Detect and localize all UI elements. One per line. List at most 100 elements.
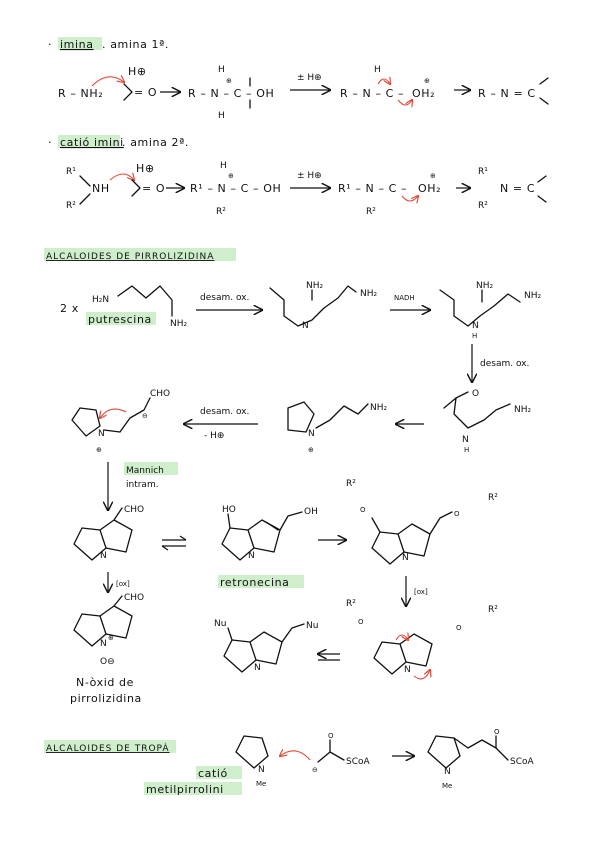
retronecine-ring-a <box>221 527 255 561</box>
scheme1-plus: ⊕ <box>226 77 232 85</box>
nu-ring-b <box>249 631 283 665</box>
scheme1-curly-arrow-3 <box>397 100 412 105</box>
scheme1-curly-arrow <box>91 77 124 87</box>
diester-o1: O <box>360 506 366 514</box>
step-nadh: NADH <box>394 294 415 302</box>
pyrrolizidine-cho-bond <box>113 507 123 521</box>
scheme2-r2-mid: R² <box>366 207 376 217</box>
scheme1-r-nh2: R – NH₂ <box>58 87 103 100</box>
n-oxid-label-2: pirrolizidina <box>70 692 142 705</box>
tropa-product-ring <box>427 735 461 769</box>
pyrrole-curly-2 <box>413 670 430 680</box>
retronecine-double <box>265 521 279 531</box>
tropa-section: ALCALOIDES DE TROPÀ N Me ⊖ O SCoA catió … <box>44 728 535 796</box>
enolate-ring <box>71 407 101 437</box>
step-desam-2: desam. ox. <box>480 359 529 369</box>
n-oxide-cho: CHO <box>124 593 144 603</box>
scheme1-h-top: H <box>218 65 225 75</box>
pyrrolinium-chain <box>315 403 369 429</box>
scheme1-intermediate: R – N – C – OH <box>188 87 274 100</box>
scheme1-product: R – N = C <box>478 87 536 100</box>
retronecine-ho: HO <box>222 505 236 515</box>
tropa-curly-arrow <box>280 751 311 761</box>
amine-chain <box>439 289 521 327</box>
nu-bond-2 <box>281 623 305 643</box>
amine-nh2-a: NH₂ <box>476 281 494 291</box>
scheme2-curly-arrow-2 <box>401 196 418 201</box>
tropa-cation-n: N <box>258 765 265 775</box>
scheme2-curly-arrow <box>109 174 134 180</box>
tropa-acetyl <box>317 751 345 763</box>
pirrolizidina-title: ALCALOIDES DE PIRROLIZIDINA <box>46 252 214 262</box>
retronecine-ring-b <box>247 519 281 553</box>
scheme2-step: ± H⊕ <box>297 171 322 181</box>
tropa-minus: ⊖ <box>312 766 318 774</box>
scheme1-step: ± H⊕ <box>297 73 322 83</box>
scheme1-r-n: R – N – C – <box>340 87 404 100</box>
equilibrium-1 <box>162 539 186 547</box>
scheme2-product: N = C <box>500 182 535 195</box>
cation-highlight <box>58 135 120 148</box>
step-desam-1: desam. ox. <box>200 293 249 303</box>
pyrrolinium-plus: ⊕ <box>308 446 314 454</box>
retronecine-n: N <box>248 551 255 561</box>
imina-bullet: · <box>48 38 52 51</box>
imine-nh2-a: NH₂ <box>306 281 324 291</box>
scheme1-oh2: OH₂ <box>412 87 435 100</box>
diester-n: N <box>402 553 409 563</box>
tropa-cation-ring <box>235 735 269 769</box>
diester-ch2 <box>429 511 453 535</box>
scheme1-carbonyl-bonds <box>123 83 133 101</box>
pyrrolizidine-cho: CHO <box>124 505 144 515</box>
scheme2-oh2-plus: ⊕ <box>430 172 436 180</box>
n-oxide-n: N <box>100 639 107 649</box>
n-oxide-o: O⊖ <box>100 657 115 667</box>
amine-h: H <box>472 332 477 340</box>
n-oxide-ring-a <box>73 613 107 647</box>
retronecina-highlight <box>218 575 304 588</box>
n-oxid-label-1: N-òxid de <box>76 676 134 689</box>
imine-n: N <box>302 321 309 331</box>
retronecina-label: retronecina <box>220 576 290 589</box>
scheme1-oh2-plus: ⊕ <box>424 77 430 85</box>
cation-subtitle: . amina 2ª. <box>122 136 189 149</box>
imina-section: · imina . amina 1ª. R – NH₂ H⊕ = O R – N… <box>48 37 549 121</box>
mannich-label: Mannich <box>126 466 164 476</box>
intram-label: intram. <box>126 480 159 490</box>
retronecine-oh-bond <box>279 511 303 531</box>
pyrrole-ring-b <box>399 633 433 667</box>
tropa-product-chain <box>453 737 509 761</box>
nu-bond-1 <box>227 627 233 641</box>
pyrrolizidine-ring-a <box>73 527 107 561</box>
pyrrole-r2-b: R² <box>488 605 498 615</box>
putrescina-h2n: H₂N <box>92 295 109 305</box>
enolate-n: N <box>98 429 105 439</box>
aldehyde-chain <box>443 397 511 429</box>
pyrrole-o2: O <box>456 624 462 632</box>
pyrrolinium-nh2: NH₂ <box>370 403 388 413</box>
amine-nh2-b: NH₂ <box>524 291 542 301</box>
scheme2-h-plus: H⊕ <box>136 162 155 175</box>
enolate-chain <box>103 397 151 433</box>
scheme1-carbonyl: = O <box>134 86 157 99</box>
scheme2-product-bonds <box>537 175 547 203</box>
tropa-label-1: catió <box>198 767 228 780</box>
tropa-product-n: N <box>444 767 451 777</box>
step-desam-3: desam. ox. <box>200 407 249 417</box>
pyrrolizidine-ring-b <box>99 519 133 553</box>
mannich-highlight <box>124 462 178 475</box>
pyrrole-ring-a <box>373 641 407 675</box>
enolate-plus: ⊕ <box>96 446 102 454</box>
pyrrole-o1: O <box>358 618 364 626</box>
diester-ring-b <box>397 523 431 557</box>
tropa-label-2-highlight <box>144 782 242 795</box>
scheme2-r1-n: R¹ – N – C – <box>338 182 407 195</box>
aldehyde-nh2: NH₂ <box>514 405 532 415</box>
step-ox-2: [ox] <box>414 588 428 596</box>
tropa-product-o: O <box>494 728 500 736</box>
nu-label-1: Nu <box>214 619 226 629</box>
scheme2-h-top: H <box>220 161 227 171</box>
scheme2-r2: R² <box>66 201 76 211</box>
scheme2-r-bonds <box>79 175 91 205</box>
scheme2-product-r1: R¹ <box>478 167 488 177</box>
